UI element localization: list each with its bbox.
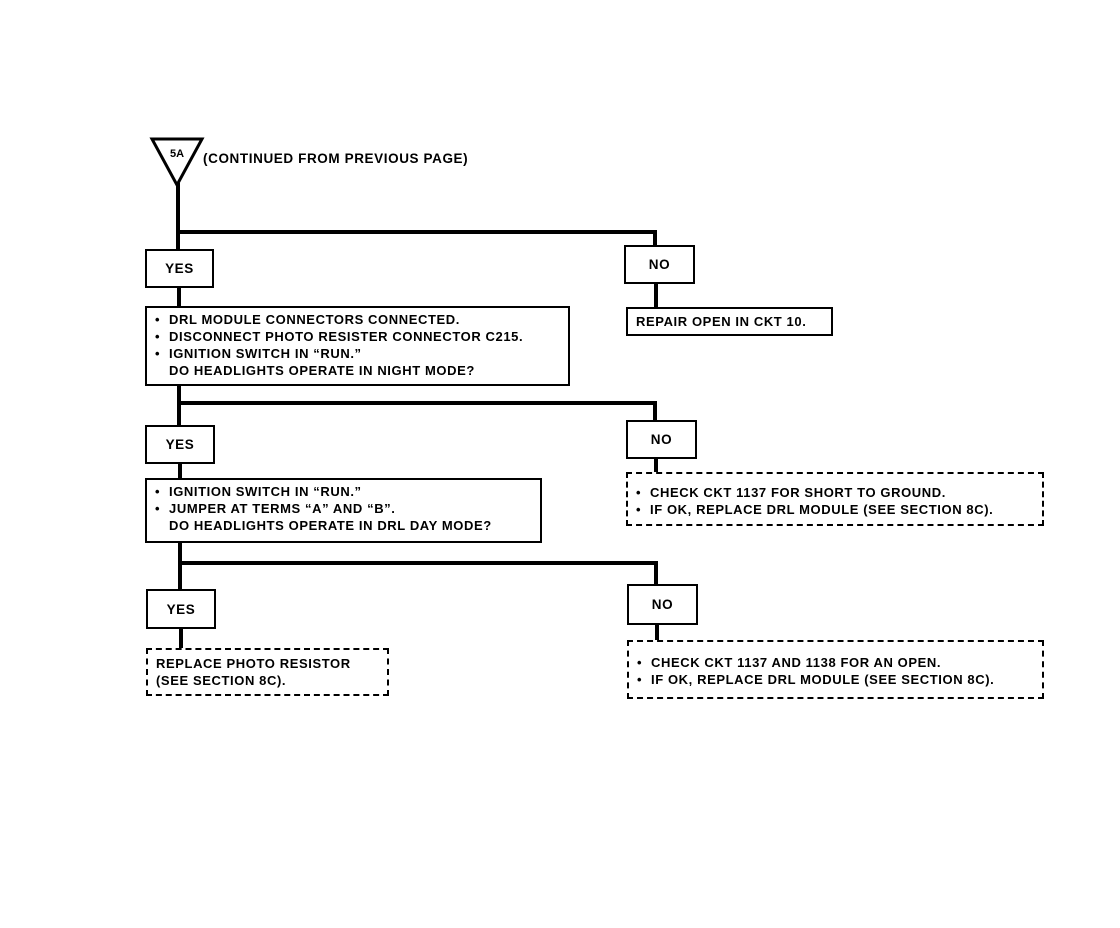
check-short-bullet-line: •CHECK CKT 1137 FOR SHORT TO GROUND. (636, 485, 946, 500)
no-label-2: NO (626, 420, 697, 459)
result-check-short-box: •CHECK CKT 1137 FOR SHORT TO GROUND. •IF… (626, 472, 1044, 526)
continuation-marker-label: 5A (169, 148, 185, 160)
test1-bullet-line: •DISCONNECT PHOTO RESISTER CONNECTOR C21… (155, 329, 524, 344)
yes-label-1: YES (145, 249, 214, 288)
connector-branch-1 (176, 230, 657, 248)
connector-branch-3 (178, 561, 658, 587)
test1-bullet-line: •DRL MODULE CONNECTORS CONNECTED. (155, 312, 461, 327)
test2-bullet-line: •IGNITION SWITCH IN “RUN.” (155, 484, 362, 499)
result-repair-open-box: REPAIR OPEN IN CKT 10. (626, 307, 833, 336)
test1-bullet-line: •IGNITION SWITCH IN “RUN.” (155, 346, 362, 361)
test2-bullet-line: •JUMPER AT TERMS “A” AND “B”. (155, 501, 396, 516)
check-open-bullet-line: •IF OK, REPLACE DRL MODULE (SEE SECTION … (637, 672, 995, 687)
test2-question: DO HEADLIGHTS OPERATE IN DRL DAY MODE? (169, 518, 492, 533)
test-step-2-box: •IGNITION SWITCH IN “RUN.” •JUMPER AT TE… (145, 478, 542, 543)
yes-label-3: YES (146, 589, 216, 629)
result-replace-photo-box: REPLACE PHOTO RESISTOR (SEE SECTION 8C). (146, 648, 389, 696)
no-label-1: NO (624, 245, 695, 284)
yes-label-2: YES (145, 425, 215, 464)
connector-branch-2 (177, 401, 657, 423)
no-label-3: NO (627, 584, 698, 625)
continuation-note: (CONTINUED FROM PREVIOUS PAGE) (203, 151, 469, 166)
repair-open-text: REPAIR OPEN IN CKT 10. (636, 314, 807, 329)
test1-question: DO HEADLIGHTS OPERATE IN NIGHT MODE? (169, 363, 475, 378)
check-short-bullet-line: •IF OK, REPLACE DRL MODULE (SEE SECTION … (636, 502, 994, 517)
result-check-open-box: •CHECK CKT 1137 AND 1138 FOR AN OPEN. •I… (627, 640, 1044, 699)
test-step-1-box: •DRL MODULE CONNECTORS CONNECTED. •DISCO… (145, 306, 570, 386)
replace-photo-line: REPLACE PHOTO RESISTOR (156, 656, 351, 671)
continuation-marker-triangle (149, 137, 205, 189)
replace-photo-line: (SEE SECTION 8C). (156, 673, 287, 688)
check-open-bullet-line: •CHECK CKT 1137 AND 1138 FOR AN OPEN. (637, 655, 942, 670)
